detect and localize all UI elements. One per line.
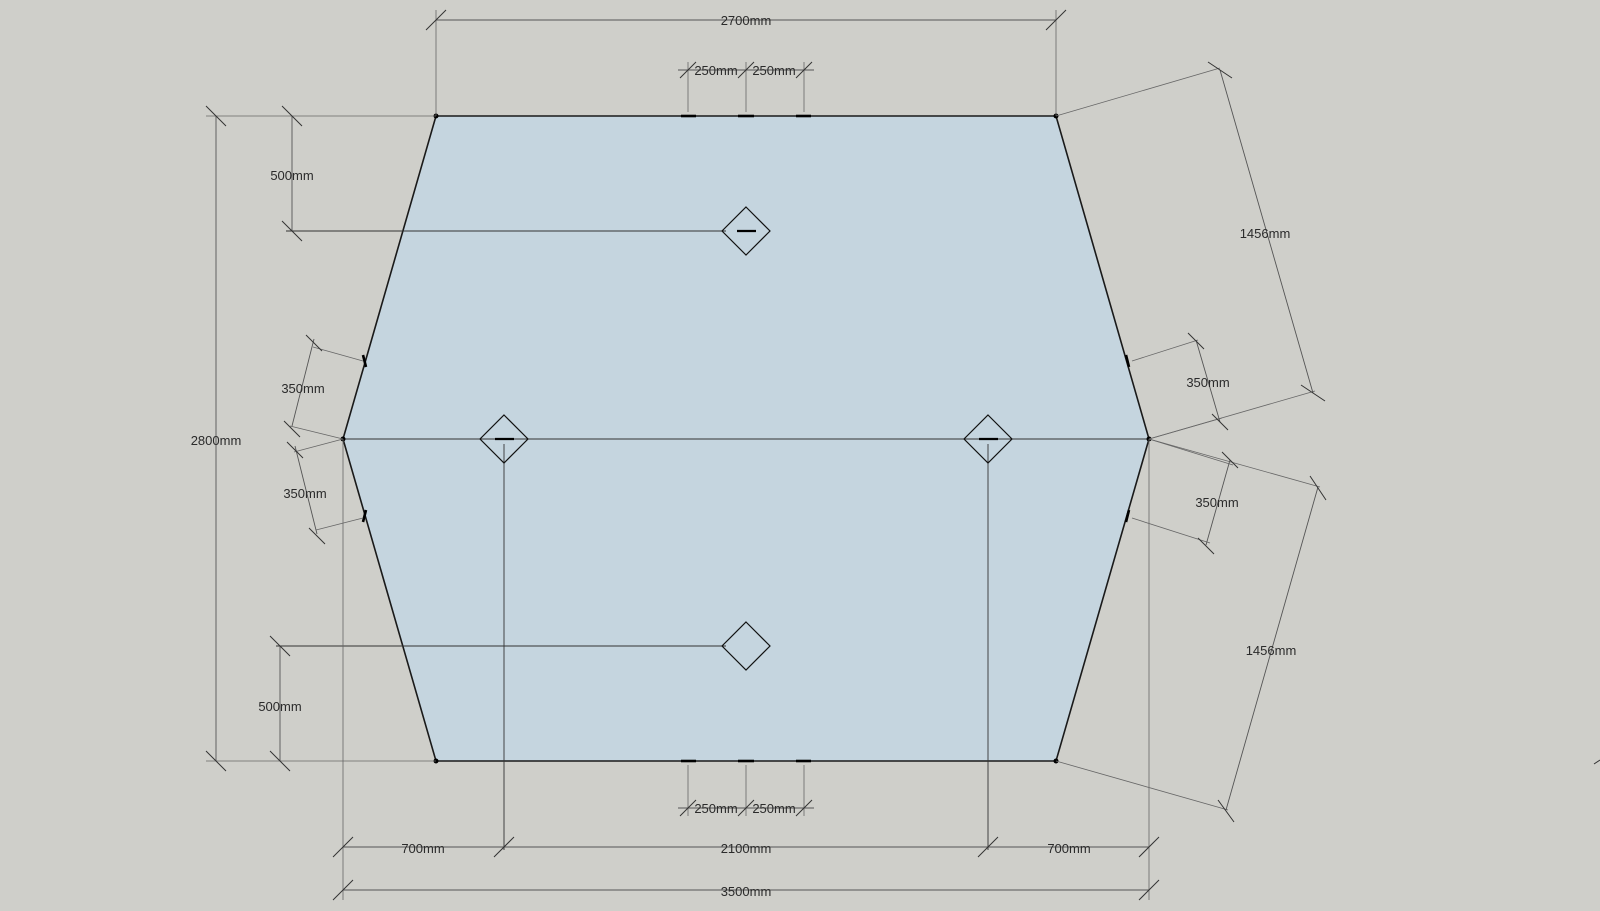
dimension-top-center: 250mm 250mm bbox=[678, 61, 814, 112]
label-bottom-center-right: 250mm bbox=[752, 801, 795, 816]
label-bottom-middle-2100: 2100mm bbox=[721, 841, 772, 856]
label-top-center-right: 250mm bbox=[752, 63, 795, 78]
marker-left bbox=[479, 414, 529, 464]
dimension-overall-height: 2800mm bbox=[191, 105, 436, 772]
dimension-right-upper-1456: 1456mm bbox=[1055, 61, 1326, 440]
label-right-lower-350: 350mm bbox=[1195, 495, 1238, 510]
dimension-left-lower-500: 500mm bbox=[258, 635, 302, 772]
label-bottom-right-700: 700mm bbox=[1047, 841, 1090, 856]
label-overall-height: 2800mm bbox=[191, 433, 242, 448]
dimension-bottom-segments: 700mm 2100mm 700mm bbox=[332, 439, 1160, 900]
label-left-upper-500: 500mm bbox=[270, 168, 313, 183]
marker-right bbox=[963, 414, 1013, 464]
dimension-overall-width: 3500mm bbox=[332, 879, 1160, 901]
dimension-top-width: 2700mm bbox=[425, 9, 1067, 116]
dimension-left-upper-350: 350mm bbox=[281, 334, 364, 440]
dimension-left-upper-500: 500mm bbox=[270, 105, 314, 242]
label-bottom-left-700: 700mm bbox=[401, 841, 444, 856]
label-right-upper-1456: 1456mm bbox=[1240, 226, 1291, 241]
dimension-right-lower-350: 350mm bbox=[1131, 438, 1239, 555]
marker-bottom bbox=[721, 621, 771, 671]
dimension-left-lower-350: 350mm bbox=[283, 438, 364, 545]
label-top-center-left: 250mm bbox=[694, 63, 737, 78]
label-top-width: 2700mm bbox=[721, 13, 772, 28]
label-overall-width: 3500mm bbox=[721, 884, 772, 899]
marker-top bbox=[721, 206, 771, 256]
hexagon-panel bbox=[342, 115, 1150, 762]
edge-marks bbox=[361, 114, 1131, 763]
dimension-right-lower-1456: 1456mm bbox=[1055, 438, 1327, 823]
label-right-lower-1456: 1456mm bbox=[1246, 643, 1297, 658]
dimension-bottom-center: 250mm 250mm bbox=[678, 765, 814, 817]
label-left-lower-350: 350mm bbox=[283, 486, 326, 501]
stray-mark bbox=[1593, 759, 1600, 765]
dimension-right-upper-350: 350mm bbox=[1131, 332, 1230, 440]
label-left-lower-500: 500mm bbox=[258, 699, 301, 714]
label-bottom-center-left: 250mm bbox=[694, 801, 737, 816]
label-right-upper-350: 350mm bbox=[1186, 375, 1229, 390]
label-left-upper-350: 350mm bbox=[281, 381, 324, 396]
